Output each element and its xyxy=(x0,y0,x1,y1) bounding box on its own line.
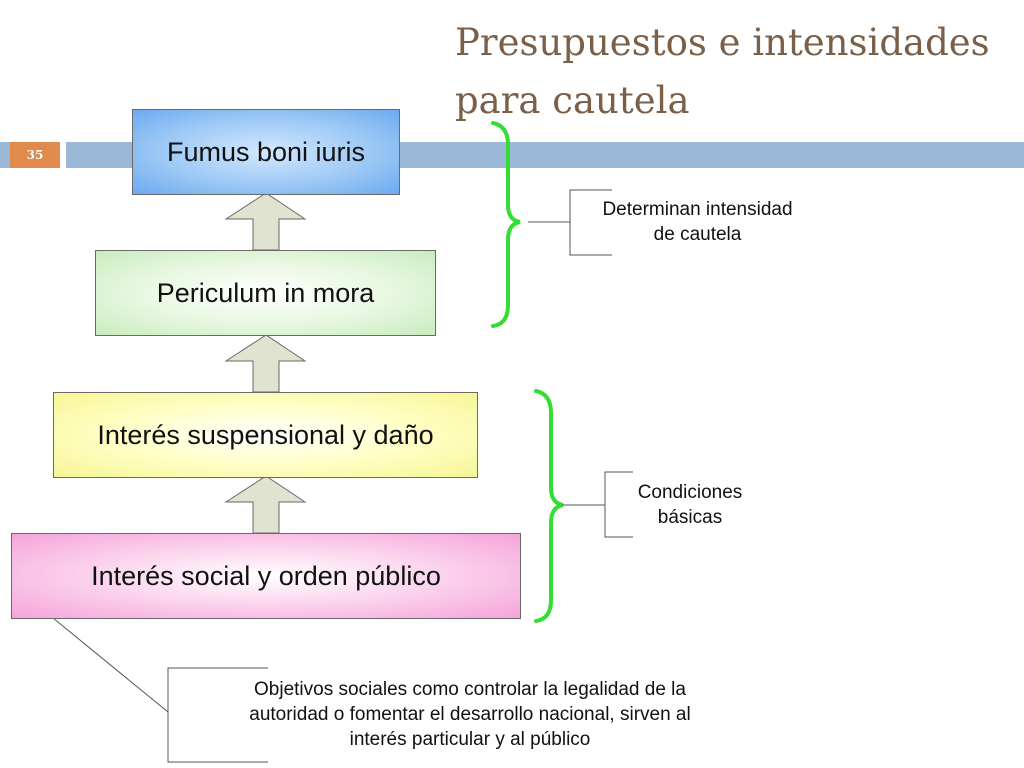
box-interes-suspensional: Interés suspensional y daño xyxy=(53,392,478,478)
callout-intensidad xyxy=(528,189,612,256)
brace-condiciones xyxy=(534,389,564,623)
accent-bar-left xyxy=(0,142,10,168)
note-condiciones-line-1: Condiciones xyxy=(637,482,743,503)
note-objetivos-line-3: interés particular y al público xyxy=(349,729,591,750)
note-intensidad-line-2: de cautela xyxy=(653,224,742,245)
note-condiciones-basicas: Condiciones básicas xyxy=(605,480,775,530)
note-determinan-intensidad: Determinan intensidad de cautela xyxy=(570,197,825,247)
box-fumus-boni-iuris: Fumus boni iuris xyxy=(132,109,400,195)
box-interes-social-label: Interés social y orden público xyxy=(91,560,441,591)
brace-intensidad xyxy=(491,121,521,328)
box-interes-social: Interés social y orden público xyxy=(11,533,521,619)
up-arrow-3 xyxy=(224,475,307,534)
note-condiciones-line-2: básicas xyxy=(657,507,723,528)
box-fumus-label: Fumus boni iuris xyxy=(166,136,366,167)
note-objetivos-line-1: Objetivos sociales como controlar la leg… xyxy=(254,679,686,700)
slide-number: 35 xyxy=(10,142,60,168)
slide-title-line-2: para cautela xyxy=(455,79,690,122)
note-objetivos-line-2: autoridad o fomentar el desarrollo nacio… xyxy=(249,704,691,725)
box-periculum-in-mora: Periculum in mora xyxy=(95,250,436,336)
callout-objetivos xyxy=(52,617,268,763)
slide-title: Presupuestos e intensidades para cautela xyxy=(455,14,1015,130)
box-periculum-label: Periculum in mora xyxy=(156,277,375,308)
up-arrow-1 xyxy=(224,192,307,251)
slide-title-line-1: Presupuestos e intensidades xyxy=(455,21,990,64)
note-objetivos-sociales: Objetivos sociales como controlar la leg… xyxy=(175,677,765,752)
note-intensidad-line-1: Determinan intensidad xyxy=(602,199,793,220)
up-arrow-2 xyxy=(224,334,307,393)
callout-condiciones xyxy=(562,471,633,538)
box-interes-suspensional-label: Interés suspensional y daño xyxy=(97,419,434,450)
